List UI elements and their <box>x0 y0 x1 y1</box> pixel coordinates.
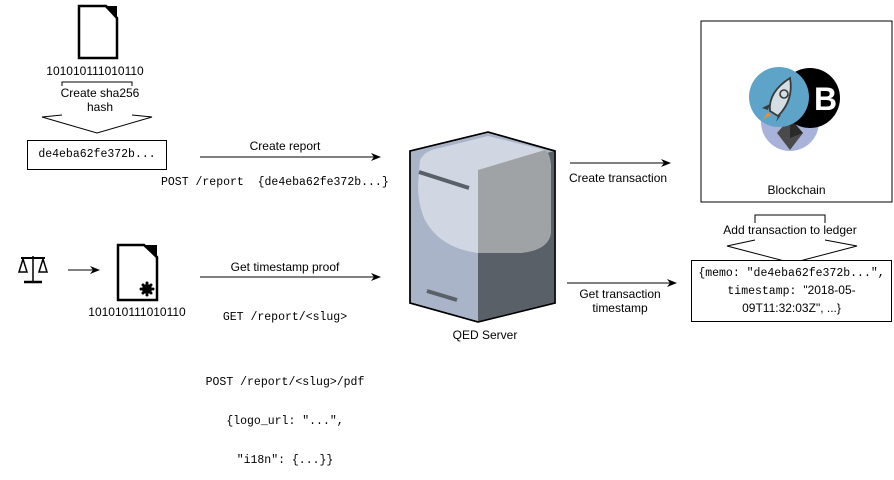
server-icon <box>409 131 556 323</box>
hash-value: de4eba62fe372b... <box>38 148 156 161</box>
add-to-ledger-label: Add transaction to ledger <box>715 223 865 237</box>
blockchain-label: Blockchain <box>767 183 826 197</box>
document-icon <box>77 4 119 60</box>
timestamp-proof-label: Get timestamp proof <box>230 260 340 274</box>
pdf-request-line1: POST /report/<slug>/pdf <box>205 376 365 389</box>
ledger-timestamp-value-part1: "2018-05- <box>803 283 856 297</box>
ledger-bracket <box>754 214 826 226</box>
create-transaction-label: Create transaction <box>569 171 668 185</box>
create-report-label: Create report <box>249 139 321 153</box>
hash-step-line1: Create sha256 <box>60 86 140 100</box>
get-transaction-timestamp-label: Get transaction timestamp <box>565 287 675 315</box>
hash-box: de4eba62fe372b... <box>27 140 167 170</box>
svg-text:B: B <box>814 81 837 117</box>
pdf-request-line2: {logo_url: "...", <box>226 415 344 428</box>
ledger-timestamp-key: timestamp: <box>727 285 804 298</box>
hash-down-arrow <box>41 114 153 134</box>
scales-icon <box>17 256 49 284</box>
hash-bracket <box>61 81 133 86</box>
get-report-request: GET /report/<slug> <box>222 311 348 324</box>
bottom-binary-label: 101010111010110 <box>88 305 186 319</box>
stellar-rocket-icon <box>749 67 809 127</box>
ledger-timestamp-value-part2: 09T11:32:03Z", ...} <box>742 301 841 315</box>
diagram-canvas: B <box>17 4 893 323</box>
certified-document-icon <box>116 243 159 302</box>
get-timestamp-line2: timestamp <box>592 301 648 315</box>
get-timestamp-line1: Get transaction <box>579 287 661 301</box>
top-binary-label: 101010111010110 <box>46 64 144 78</box>
pdf-request: POST /report/<slug>/pdf {logo_url: "..."… <box>190 350 380 480</box>
pdf-request-line3: "i18n": {...}} <box>236 454 334 467</box>
ledger-entry-box: {memo: "de4eba62fe372b...", timestamp: "… <box>691 260 892 322</box>
server-label: QED Server <box>452 328 518 342</box>
create-report-request: POST /report {de4eba62fe372b...} <box>161 176 389 189</box>
ledger-memo: {memo: "de4eba62fe372b...", <box>698 267 885 280</box>
hash-step-line2: hash <box>86 100 114 114</box>
hash-step-label: Create sha256 hash <box>40 86 160 114</box>
